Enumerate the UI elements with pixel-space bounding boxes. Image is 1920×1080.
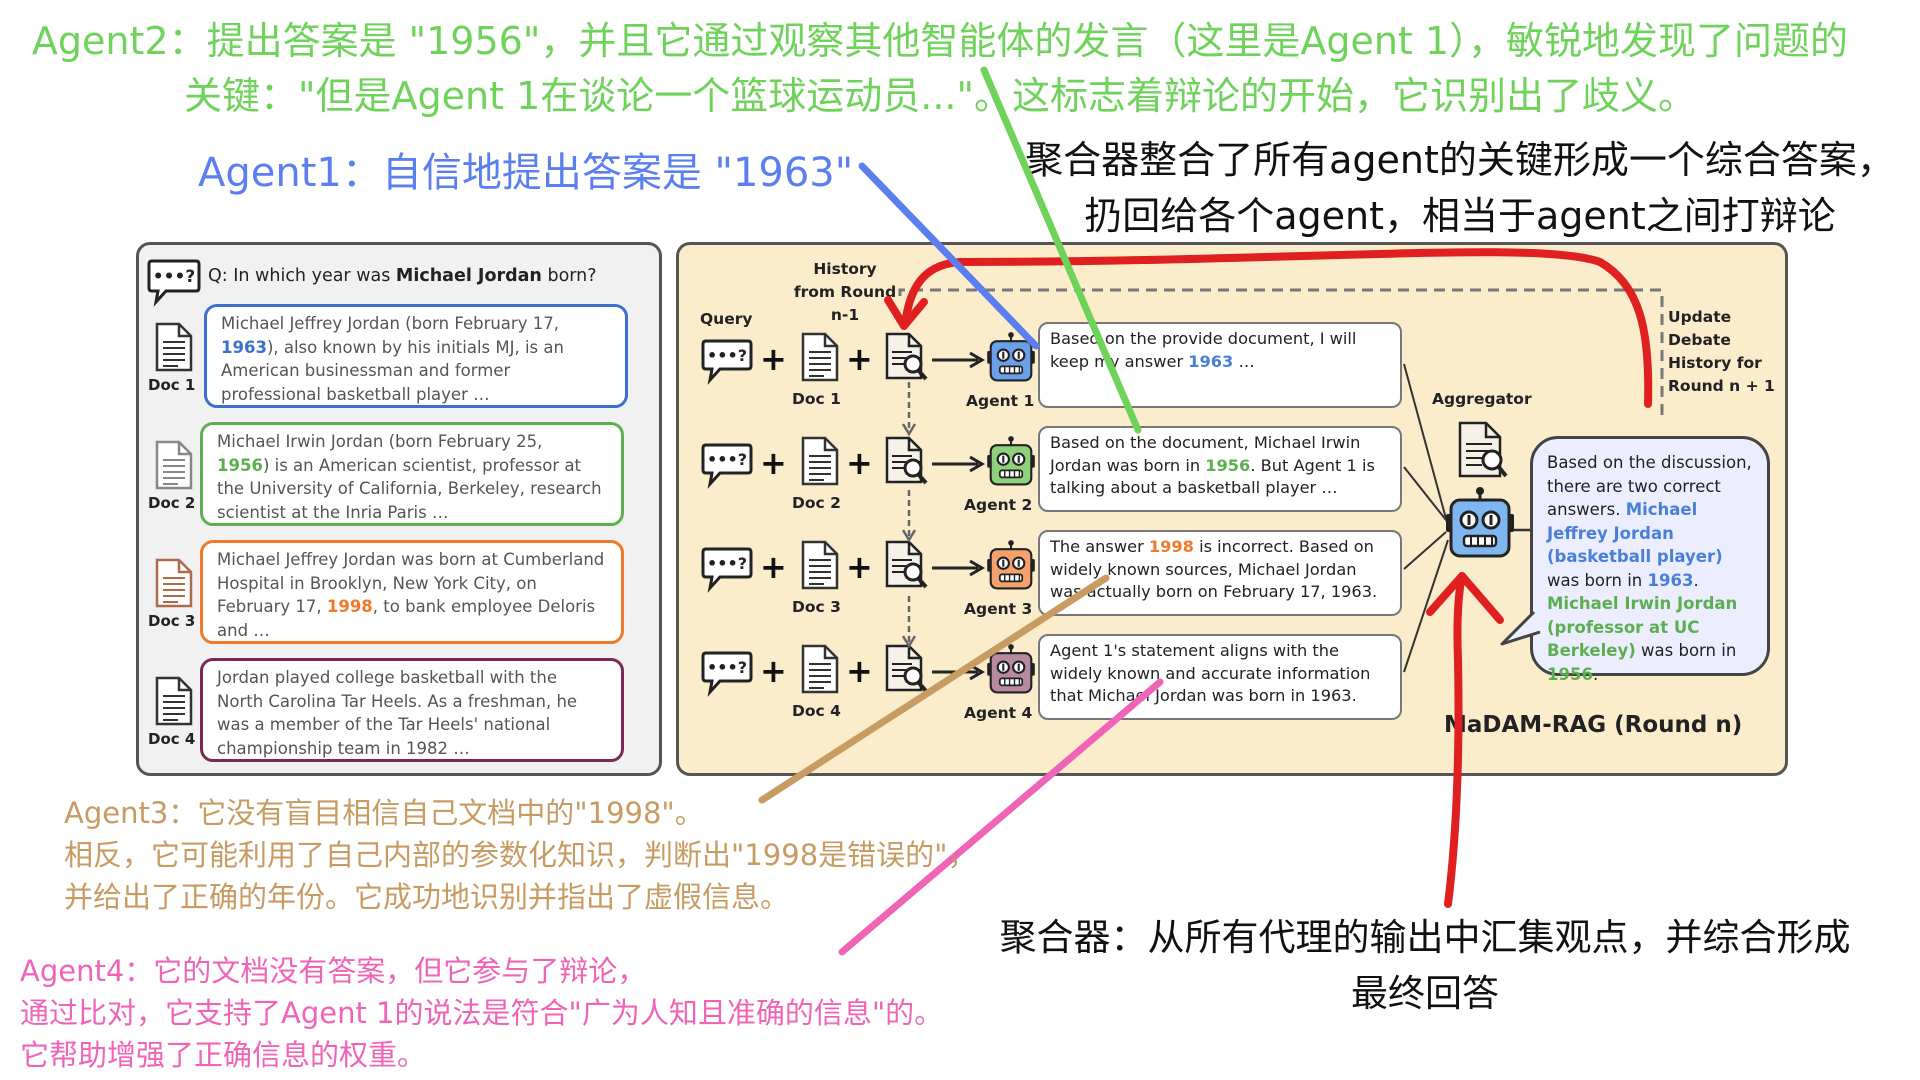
doc2-text-box: Michael Irwin Jordan (born February 25, 1…	[200, 422, 624, 526]
doc4-text-box: Jordan played college basketball with th…	[200, 658, 624, 762]
doc-text-post: ) is an American scientist, professor at…	[217, 455, 602, 522]
agent3-robot-icon	[987, 540, 1035, 590]
response-text-post: …	[1233, 351, 1255, 371]
plus-sign: +	[846, 444, 873, 482]
agent2-robot-icon	[987, 436, 1035, 486]
response-text-pre: The answer	[1050, 537, 1149, 556]
doc1-text-box: Michael Jeffrey Jordan (born February 17…	[204, 304, 628, 408]
query-chat-icon-2: •••?	[701, 443, 753, 489]
query-chat-icon-1: •••?	[701, 339, 753, 385]
doc1-label: Doc 1	[148, 376, 196, 394]
row3-doc-icon	[801, 540, 839, 590]
plus-sign: +	[846, 652, 873, 690]
history-search-icon-3	[885, 540, 928, 589]
query-chat-icon-4: •••?	[701, 651, 753, 697]
doc-text-post: ), also known by his initials MJ, is an …	[221, 337, 564, 404]
response-year: 1963	[1188, 351, 1234, 371]
plus-sign: +	[760, 444, 787, 482]
doc-year: 1998	[326, 597, 373, 616]
query-label: Query	[700, 310, 753, 328]
doc-text-pre: Michael Jeffrey Jordan was born at Cumbe…	[217, 550, 605, 616]
svg-text:•••?: •••?	[707, 346, 747, 365]
row2-doc-icon	[801, 436, 839, 486]
arrow-to-agent-2	[932, 455, 985, 473]
doc-text-post: , to bank employee Deloris and …	[217, 597, 596, 640]
response-text-pre: Based on the provide document, I will ke…	[1050, 329, 1357, 371]
response-text-post: is incorrect. Based on widely known sour…	[1050, 537, 1378, 601]
aggregator-label: Aggregator	[1432, 390, 1532, 408]
agent4-response: Agent 1's statement aligns with the wide…	[1038, 634, 1402, 720]
agent2-response: Based on the document, Michael Irwin Jor…	[1038, 426, 1402, 512]
doc-year: 1956	[217, 455, 263, 475]
agent2-label: Agent 2	[964, 496, 1033, 514]
doc4-file-icon	[155, 676, 193, 726]
doc3-text-box: Michael Jeffrey Jordan was born at Cumbe…	[200, 540, 624, 644]
arrow-to-agent-3	[932, 559, 985, 577]
row4-doc-icon	[801, 644, 839, 694]
doc-text-pre: Michael Jeffrey Jordan (born February 17…	[221, 314, 559, 333]
svg-text:•••?: •••?	[707, 658, 747, 677]
agent4-annotation: Agent4：它的文档没有答案，但它参与了辩论， 通过比对，它支持了Agent …	[20, 954, 944, 1072]
plus-sign: +	[846, 548, 873, 586]
doc-text-pre: Jordan played college basketball with th…	[217, 668, 578, 758]
aggregator-document-icon	[1458, 421, 1508, 478]
agent4-label: Agent 4	[964, 704, 1033, 722]
response-text-pre: Based on the document, Michael Irwin Jor…	[1050, 433, 1361, 475]
doc2-label: Doc 2	[148, 494, 196, 512]
plus-sign: +	[760, 548, 787, 586]
aggregator-final-annotation: 聚合器：从所有代理的输出中汇集观点，并综合形成 最终回答	[999, 916, 1851, 1015]
agent4-robot-icon	[987, 644, 1035, 694]
aggregator-robot-icon	[1446, 487, 1514, 558]
svg-text:•••?: •••?	[707, 554, 747, 573]
final-answer-bubble: Based on the discussion, there are two c…	[1530, 436, 1770, 684]
history-search-icon-4	[885, 644, 928, 693]
plus-sign: +	[760, 340, 787, 378]
row1-doc-icon	[801, 332, 839, 382]
response-text-post: . But Agent 1 is talking about a basketb…	[1050, 455, 1375, 498]
history-label: History from Round n-1	[793, 260, 897, 324]
question-chat-icon: •••?	[147, 259, 201, 307]
aggregator-debate-annotation: 聚合器整合了所有agent的关键形成一个综合答案， 扔回给各个agent，相当于…	[1025, 138, 1895, 238]
agent3-label: Agent 3	[964, 600, 1033, 618]
svg-text:•••?: •••?	[153, 267, 195, 287]
svg-text:•••?: •••?	[707, 450, 747, 469]
agent1-annotation: Agent1：自信地提出答案是 "1963"	[198, 150, 854, 196]
agent3-response: The answer 1998 is incorrect. Based on w…	[1038, 530, 1402, 616]
row-doc-label: Doc 3	[792, 598, 841, 616]
doc3-file-icon	[155, 558, 193, 608]
agent3-annotation: Agent3：它没有盲目相信自己文档中的"1998"。 相反，它可能利用了自己内…	[64, 796, 977, 914]
final-answer-bubble-tail	[1500, 610, 1541, 646]
doc2-file-icon	[155, 440, 193, 490]
history-search-icon-2	[885, 436, 928, 485]
row-doc-label: Doc 1	[792, 390, 841, 408]
response-year: 1956	[1205, 455, 1251, 475]
row-doc-label: Doc 4	[792, 702, 841, 720]
agent1-robot-icon	[987, 332, 1035, 382]
doc-year: 1963	[221, 337, 267, 357]
update-history-label: Update Debate History for Round n + 1	[1668, 308, 1775, 395]
plus-sign: +	[846, 340, 873, 378]
doc-text-pre: Michael Irwin Jordan (born February 25,	[217, 432, 543, 451]
query-chat-icon-3: •••?	[701, 547, 753, 593]
doc3-label: Doc 3	[148, 612, 196, 630]
response-text-pre: Agent 1's statement aligns with the wide…	[1050, 641, 1371, 705]
agent1-label: Agent 1	[966, 392, 1035, 410]
response-year: 1998	[1148, 537, 1194, 556]
agent2-annotation: Agent2：提出答案是 "1956"，并且它通过观察其他智能体的发言（这里是A…	[31, 19, 1849, 118]
arrow-to-agent-1	[932, 351, 985, 369]
madam-rag-title: MaDAM-RAG (Round n)	[1444, 712, 1743, 738]
history-search-icon-1	[885, 332, 928, 381]
doc4-label: Doc 4	[148, 730, 196, 748]
question-text: Q: In which year was Michael Jordan born…	[208, 266, 597, 286]
doc1-file-icon	[155, 322, 193, 372]
agent1-response: Based on the provide document, I will ke…	[1038, 322, 1402, 408]
row-doc-label: Doc 2	[792, 494, 841, 512]
plus-sign: +	[760, 652, 787, 690]
